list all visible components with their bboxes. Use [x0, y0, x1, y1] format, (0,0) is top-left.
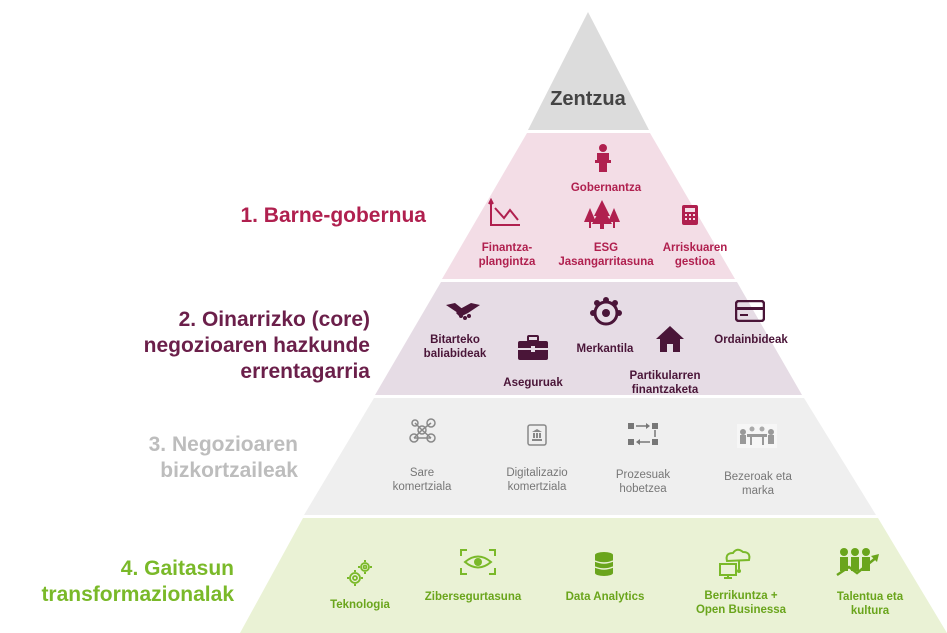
- people-circle-icon: [590, 297, 622, 326]
- top-title: Zentzua: [550, 88, 626, 110]
- pyramid-level2-band: [375, 282, 802, 395]
- network-icon: [409, 418, 436, 443]
- level2-item-ordainbideak: Ordainbideak: [714, 334, 788, 346]
- process-flow-icon: [628, 423, 658, 445]
- handshake-icon: [446, 303, 480, 320]
- calculator-icon: [682, 205, 698, 225]
- team-growth-icon: [836, 548, 879, 577]
- level4-item-zibersegurtasuna: Zibersegurtasuna: [424, 591, 522, 603]
- level1-item-arriskuaren: Arriskuaren gestioa: [662, 242, 728, 268]
- chart-decline-icon: [488, 198, 520, 226]
- level1-item-gobernantza: Gobernantza: [570, 182, 642, 194]
- briefcase-icon: [518, 335, 548, 360]
- eye-scan-icon: [460, 549, 496, 575]
- level2-item-merkantila: Merkantila: [576, 343, 634, 355]
- house-icon: [656, 326, 684, 352]
- level4-item-berrikuntza: Berrikuntza + Open Businessa: [695, 590, 787, 616]
- level2-item-aseguruak: Aseguruak: [503, 377, 563, 389]
- level2-item-partikularren: Partikularren finantzaketa: [629, 370, 701, 396]
- level4-item-teknologia: Teknologia: [330, 599, 390, 611]
- level3-item-digitalizazio: Digitalizazio komertziala: [506, 467, 568, 493]
- level1-item-finantza: Finantza- plangintza: [478, 242, 536, 268]
- level3-label: 3. Negozioaren bizkortzaileak: [148, 433, 298, 482]
- level1-label: 1. Barne-gobernua: [240, 204, 426, 227]
- database-icon: [594, 552, 614, 576]
- level4-item-talentua: Talentua eta kultura: [836, 591, 904, 617]
- credit-card-icon: [735, 300, 765, 322]
- pyramid-top-band: [528, 12, 649, 130]
- pyramid-level1-band: [442, 133, 735, 279]
- level2-label: 2. Oinarrizko (core) negozioaren hazkund…: [143, 308, 370, 383]
- level3-item-bezeroak: Bezeroak eta marka: [724, 471, 792, 497]
- pyramid-level4-band: [240, 518, 947, 633]
- meeting-icon: [737, 424, 777, 448]
- level2-item-bitarteko: Bitarteko baliabideak: [423, 334, 487, 360]
- level1-item-esg: ESG Jasangarritasuna: [558, 242, 654, 268]
- level4-label: 4. Gaitasun transformazionalak: [41, 557, 234, 606]
- bank-tablet-icon: [527, 424, 547, 446]
- trees-icon: [584, 200, 620, 229]
- gears-icon: [347, 560, 372, 586]
- pyramid-level3-band: [304, 398, 876, 515]
- level4-item-data-analytics: Data Analytics: [565, 591, 645, 603]
- cloud-computer-icon: [719, 548, 751, 579]
- level3-item-prozesuak: Prozesuak hobetzea: [615, 469, 671, 495]
- level3-item-sare: Sare komertziala: [392, 467, 452, 493]
- person-podium-icon: [595, 144, 611, 172]
